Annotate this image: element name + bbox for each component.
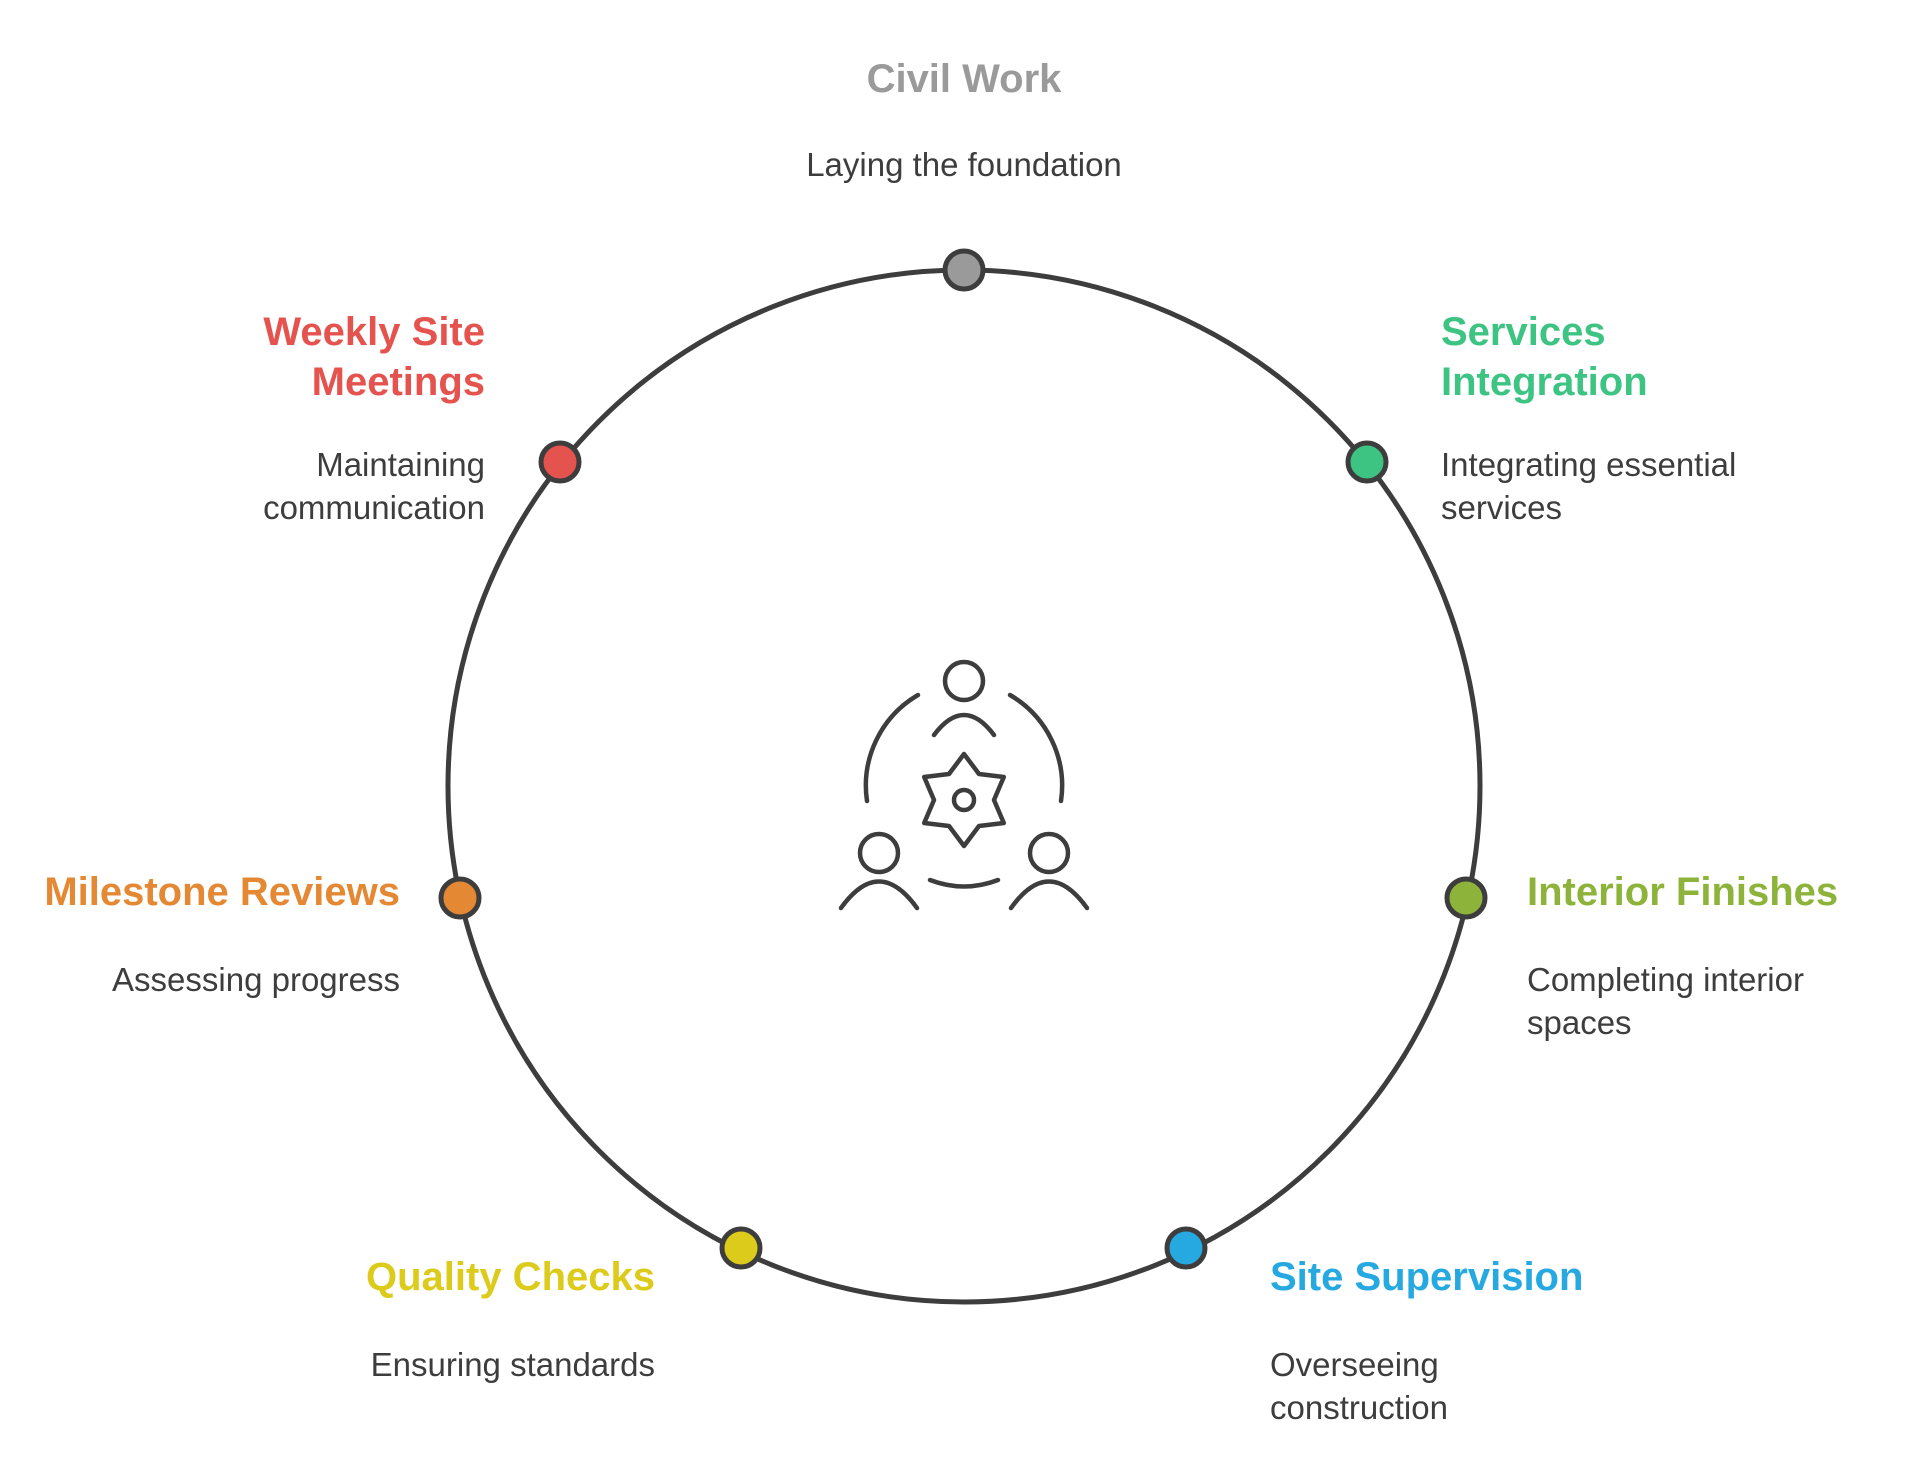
- team-collaboration-gear-icon: [838, 659, 1090, 911]
- cycle-ring: [445, 267, 1483, 1305]
- stage-marker-interior-finishes: [1444, 876, 1488, 920]
- stage-desc-services-integration: Integrating essential services: [1441, 446, 1737, 526]
- stage-desc-milestone-reviews: Assessing progress: [112, 961, 400, 998]
- stage-desc-site-supervision: Overseeing construction: [1270, 1346, 1448, 1426]
- stage-title-quality-checks: Quality Checks: [365, 1255, 655, 1299]
- stage-marker-site-supervision: [1164, 1226, 1208, 1270]
- stage-title-site-supervision: Site Supervision: [1270, 1255, 1584, 1299]
- stage-desc-quality-checks: Ensuring standards: [370, 1346, 655, 1383]
- stage-desc-civil-work: Laying the foundation: [806, 146, 1122, 183]
- stage-marker-services-integration: [1345, 440, 1389, 484]
- stage-desc-interior-finishes: Completing interior spaces: [1527, 961, 1804, 1041]
- stage-markers: [438, 248, 1488, 1270]
- stage-title-interior-finishes: Interior Finishes: [1527, 870, 1839, 914]
- stage-title-civil-work: Civil Work: [866, 57, 1062, 101]
- stage-title-weekly-site-meetings: Weekly Site Meetings: [263, 310, 485, 404]
- stage-desc-weekly-site-meetings: Maintaining communication: [263, 446, 485, 526]
- stage-title-services-integration: Services Integration: [1441, 310, 1648, 404]
- stage-marker-quality-checks: [719, 1226, 763, 1270]
- stage-title-milestone-reviews: Milestone Reviews: [44, 870, 400, 914]
- stage-marker-weekly-site-meetings: [538, 440, 582, 484]
- stage-marker-milestone-reviews: [438, 876, 482, 920]
- stage-marker-civil-work: [942, 248, 986, 292]
